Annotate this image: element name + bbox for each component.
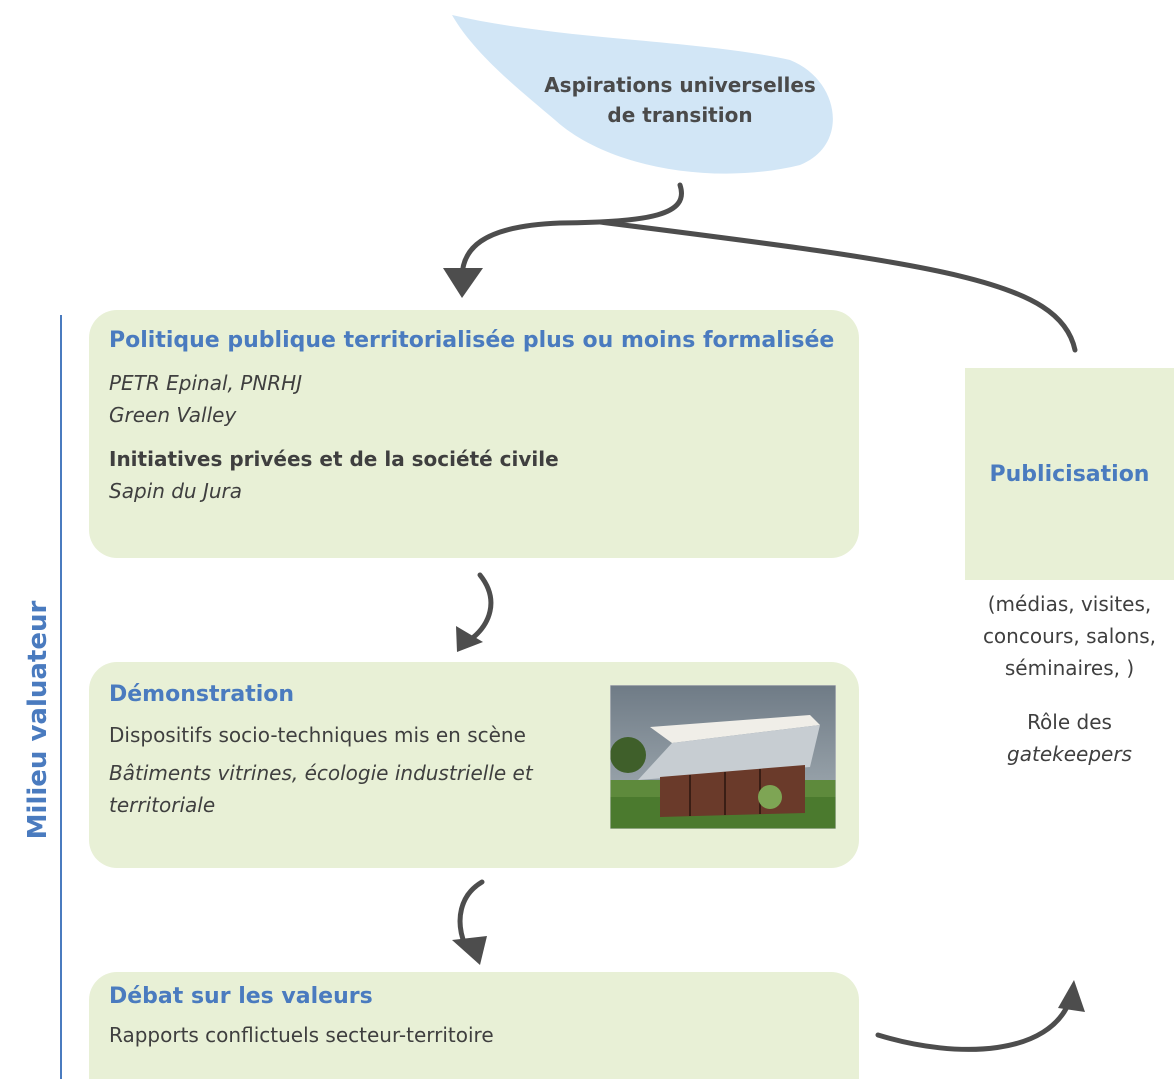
publicisation-line-3: séminaires, ) (1004, 656, 1135, 680)
publicisation-line-2: concours, salons, (982, 624, 1157, 648)
arrow-politique-to-demonstration (467, 572, 494, 643)
sidebar-rule (60, 315, 62, 1079)
politique-example-2: Green Valley (109, 403, 237, 427)
politique-example-1: PETR Epinal, PNRHJ (109, 371, 303, 395)
arrowhead-demonstration (456, 626, 483, 652)
arrow-drop-to-politique (459, 182, 684, 281)
publicisation-line-4: Rôle des (1027, 710, 1112, 734)
publicisation-content: Publicisation (965, 462, 1174, 487)
politique-box: Politique publique territorialisée plus … (89, 310, 859, 558)
debat-box: Débat sur les valeurs Rapports conflictu… (89, 972, 859, 1079)
aspirations-drop-text: Aspirations universelles de transition (520, 70, 840, 130)
publicisation-details: (médias, visites, concours, salons, sémi… (965, 588, 1174, 770)
debat-title: Débat sur les valeurs (109, 984, 373, 1009)
publicisation-line-1: (médias, visites, (987, 592, 1152, 616)
building-photo (610, 685, 836, 829)
debat-line-1: Rapports conflictuels secteur-territoire (109, 1023, 494, 1047)
drop-line-1: Aspirations universelles (544, 73, 816, 97)
politique-subtitle: Initiatives privées et de la société civ… (109, 447, 559, 471)
aspirations-drop-shape (452, 15, 833, 174)
publicisation-title: Publicisation (989, 462, 1150, 487)
sidebar-label: Milieu valuateur (23, 600, 53, 840)
demonstration-line-1: Dispositifs socio-techniques mis en scèn… (109, 723, 526, 747)
drop-line-2: de transition (607, 103, 753, 127)
demonstration-line-2: Bâtiments vitrines, écologie industriell… (109, 761, 533, 785)
politique-example-3: Sapin du Jura (109, 479, 243, 503)
arrow-debat-to-publicisation (875, 997, 1073, 1052)
arrowhead-publicisation (1058, 980, 1085, 1012)
arrow-demonstration-to-debat (457, 879, 485, 948)
arrowhead-politique (443, 268, 483, 298)
publicisation-line-5: gatekeepers (1007, 742, 1132, 766)
publicisation-panel (965, 368, 1174, 580)
arrowhead-debat (452, 936, 487, 965)
politique-title: Politique publique territorialisée plus … (109, 328, 835, 353)
demonstration-line-3: territoriale (109, 793, 216, 817)
arrow-publicisation-to-politique (597, 219, 1078, 353)
demonstration-title: Démonstration (109, 682, 295, 707)
